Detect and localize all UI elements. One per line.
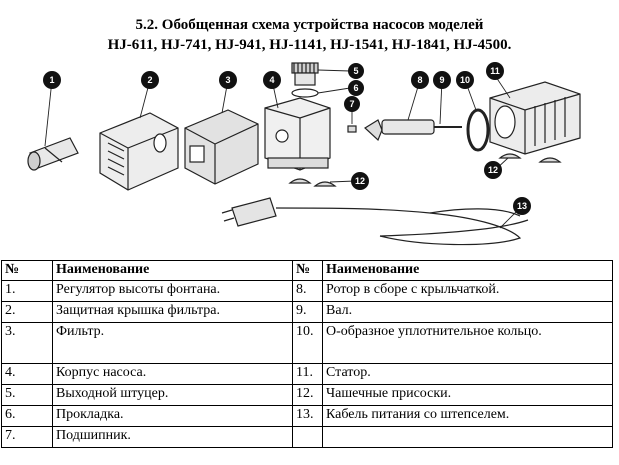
row-name-right [322,426,613,448]
row-name-right: Ротор в сборе с крыльчаткой. [322,280,613,302]
callout-6: 6 [353,83,358,93]
row-name-left: Прокладка. [52,405,293,427]
row-num-right: 11. [292,363,323,385]
part-filter [184,109,259,185]
row-name-right: О-образное уплотнительное кольцо. [322,322,613,364]
table-row: 2. Защитная крышка фильтра. 9. Вал. [1,301,613,323]
row-num-left: 6. [1,405,53,427]
row-num-left: 5. [1,384,53,406]
callout-4: 4 [269,75,274,85]
row-name-left: Корпус насоса. [52,363,293,385]
table-row: 3. Фильтр. 10. О-образное уплотнительное… [1,322,613,364]
part-suction-cups [288,153,562,187]
part-o-ring [466,108,490,152]
table-row: 4. Корпус насоса. 11. Статор. [1,363,613,385]
table-header-row: № Наименование № Наименование [1,260,613,281]
callout-1: 1 [49,75,54,85]
callout-8: 8 [417,75,422,85]
row-num-right: 12. [292,384,323,406]
row-num-left: 1. [1,280,53,302]
callout-9: 9 [439,75,444,85]
table-row: 6. Прокладка. 13. Кабель питания со штеп… [1,405,613,427]
part-outlet-nozzle [291,62,319,86]
row-name-left: Подшипник. [52,426,293,448]
row-name-left: Регулятор высоты фонтана. [52,280,293,302]
header-num-1: № [1,260,53,281]
row-num-left: 4. [1,363,53,385]
table-row: 1. Регулятор высоты фонтана. 8. Ротор в … [1,280,613,302]
part-regulator [27,137,79,171]
row-num-left: 2. [1,301,53,323]
row-num-right: 9. [292,301,323,323]
part-bearing [347,125,357,133]
callout-2: 2 [147,75,152,85]
callout-10: 10 [460,75,470,85]
table-row: 7. Подшипник. [1,426,613,448]
callout-11: 11 [490,66,500,76]
part-rotor-shaft [364,119,462,142]
row-name-right: Вал. [322,301,613,323]
callout-7: 7 [349,99,354,109]
row-num-right: 10. [292,322,323,364]
callout-3: 3 [225,75,230,85]
row-name-right: Чашечные присоски. [322,384,613,406]
row-name-left: Выходной штуцер. [52,384,293,406]
title-line-2: HJ-611, HJ-741, HJ-941, HJ-1141, HJ-1541… [107,37,512,53]
table-row: 5. Выходной штуцер. 12. Чашечные присоск… [1,384,613,406]
part-pump-body [264,97,331,171]
row-num-left: 7. [1,426,53,448]
header-name-1: Наименование [52,260,293,281]
part-power-cable [221,197,529,246]
part-gasket [291,88,319,98]
row-num-right: 13. [292,405,323,427]
header-name-2: Наименование [322,260,613,281]
row-name-right: Кабель питания со штепселем. [322,405,613,427]
row-name-left: Фильтр. [52,322,293,364]
row-num-right: 8. [292,280,323,302]
part-filter-cover [99,112,179,191]
row-num-left: 3. [1,322,53,364]
parts-table: № Наименование № Наименование 1. Регулят… [1,260,613,448]
callout-13: 13 [517,201,527,211]
callout-12b: 12 [488,165,498,175]
row-name-right: Статор. [322,363,613,385]
part-stator [489,81,581,155]
row-name-left: Защитная крышка фильтра. [52,301,293,323]
callout-12a: 12 [355,176,365,186]
callout-5: 5 [353,66,358,76]
title-line-1: 5.2. Обобщенная схема устройства насосов… [135,17,484,33]
row-num-right [292,426,323,448]
pump-exploded-diagram: 1 2 3 4 5 6 7 8 9 10 11 12 12 13 [27,62,581,246]
header-num-2: № [292,260,323,281]
